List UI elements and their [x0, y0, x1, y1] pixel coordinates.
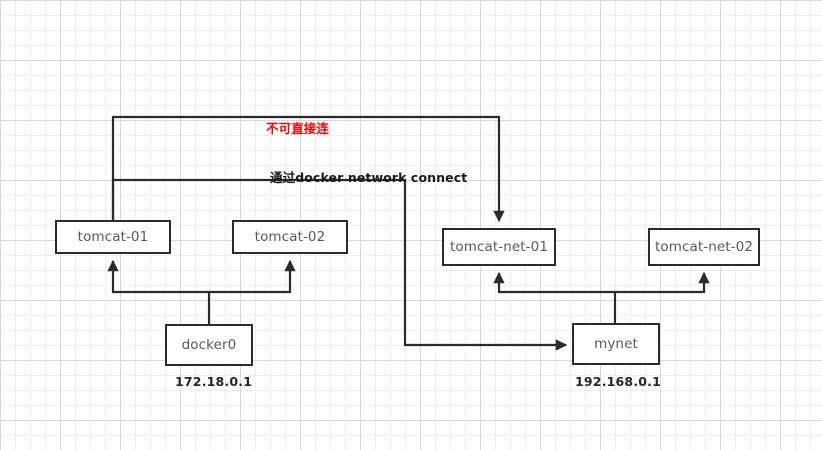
edge-tomcat01-to-mynet: [111, 178, 568, 351]
node-docker0[interactable]: docker0: [165, 324, 253, 366]
edge-label-via-docker-network-connect: 通过docker network connect: [270, 170, 468, 185]
node-tomcat-01[interactable]: tomcat-01: [55, 220, 171, 254]
node-mynet[interactable]: mynet: [572, 323, 660, 365]
edge-mynet-to-tomcatnet02: [615, 271, 710, 294]
ip-label-mynet: 192.168.0.1: [575, 374, 662, 389]
edge-docker0-to-tomcat01: [107, 259, 209, 294]
edge-tomcat01-to-tomcatnet01: [111, 115, 505, 223]
edge-label-cannot-connect-directly: 不可直接连: [266, 121, 330, 136]
edge-docker0-to-tomcat02: [209, 259, 296, 294]
node-tomcat-net-02[interactable]: tomcat-net-02: [648, 228, 760, 266]
ip-label-docker0: 172.18.0.1: [175, 374, 253, 389]
node-tomcat-net-01[interactable]: tomcat-net-01: [442, 228, 556, 266]
edge-mynet-to-tomcatnet01: [493, 271, 615, 294]
node-tomcat-02[interactable]: tomcat-02: [232, 220, 348, 254]
